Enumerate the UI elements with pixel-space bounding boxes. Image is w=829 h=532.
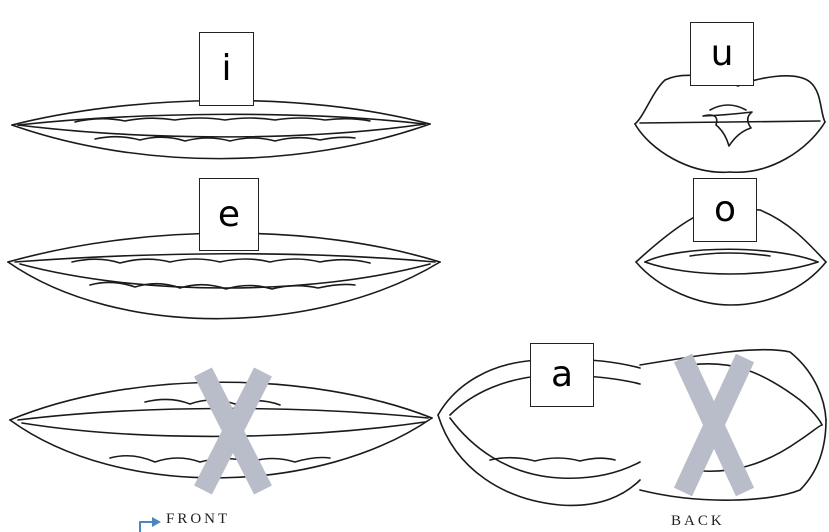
- cross-mark-icon: [194, 367, 272, 495]
- arrow-right-icon: [139, 517, 161, 532]
- lips-u: [634, 74, 826, 173]
- caption-back: BACK: [671, 513, 725, 529]
- vowel-label-a: a: [530, 343, 594, 407]
- vowel-label-e: e: [199, 178, 259, 251]
- vowel-label-u: u: [690, 22, 754, 86]
- vowel-label-i: i: [199, 32, 254, 106]
- cross-mark-icon: [673, 353, 755, 497]
- lips-i: [11, 99, 431, 160]
- vowel-label-o: o: [693, 178, 757, 242]
- lips-a: [437, 348, 827, 507]
- caption-front: FRONT: [166, 511, 231, 527]
